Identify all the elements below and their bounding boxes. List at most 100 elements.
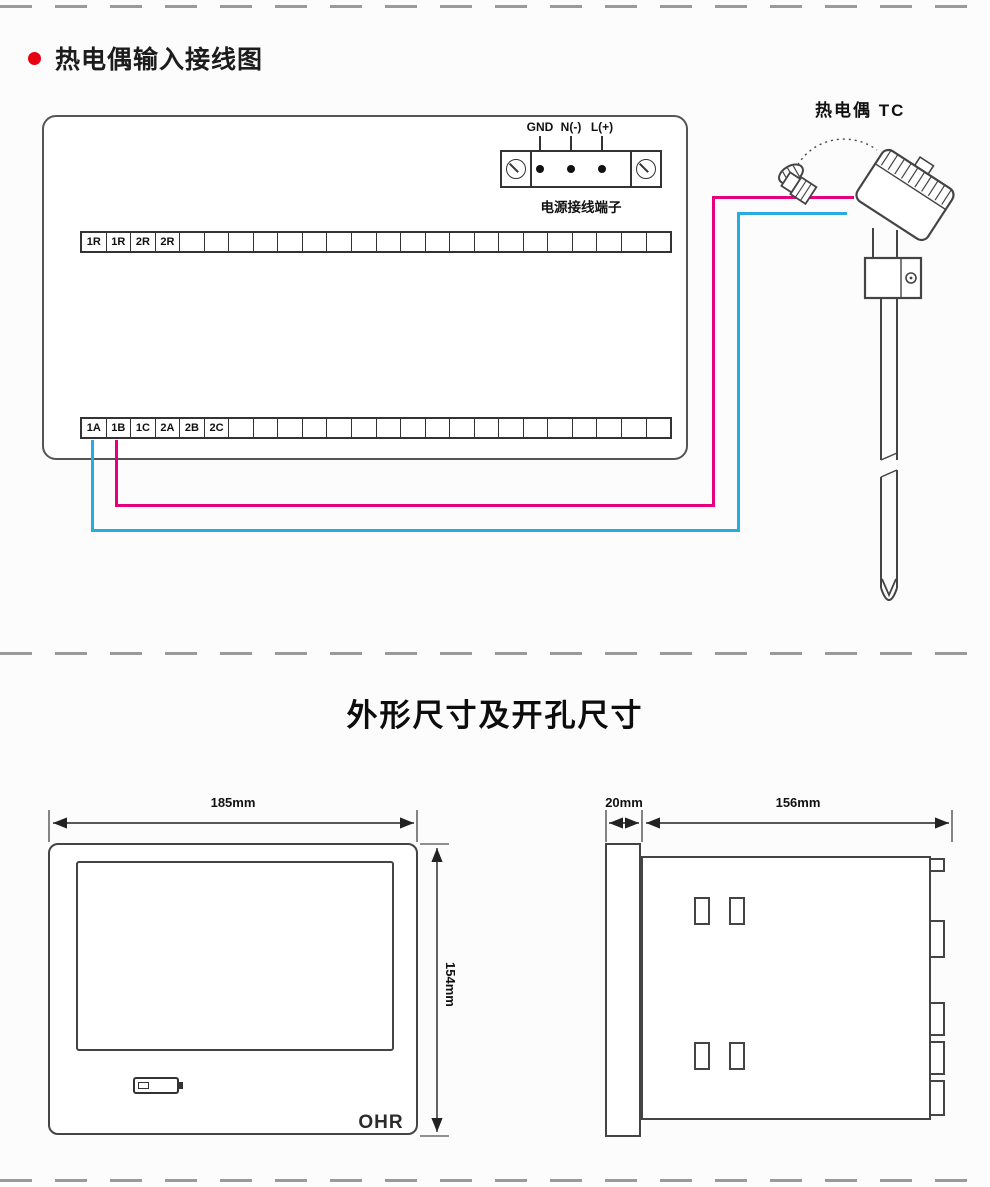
side-depth-label: 20mm [605, 795, 643, 810]
terminal-cell [573, 419, 598, 437]
terminal-cell [499, 419, 524, 437]
power-terminal-block [500, 150, 662, 188]
terminal-cell [548, 233, 573, 251]
terminal-cell [499, 233, 524, 251]
terminal-cell [352, 233, 377, 251]
probe-tip-v-mark [881, 578, 897, 598]
terminal-bump [929, 1041, 945, 1075]
terminal-bump [929, 858, 945, 872]
terminal-cell [377, 419, 402, 437]
bullet-icon [28, 51, 41, 65]
terminal-cell: 2B [180, 419, 205, 437]
wire-cyan-segment [737, 212, 740, 532]
terminal-bump [929, 1080, 945, 1116]
terminal-cell [475, 233, 500, 251]
mount-slot [729, 897, 745, 925]
screw-icon [636, 159, 656, 179]
terminal-cell [548, 419, 573, 437]
terminal-cell [622, 233, 647, 251]
screw-icon [506, 159, 526, 179]
top-dashed-border [0, 5, 990, 8]
terminal-cell: 2A [156, 419, 181, 437]
power-label-gnd: GND [526, 120, 554, 134]
sensor-head [855, 148, 955, 242]
terminal-cell [303, 419, 328, 437]
terminal-dot [536, 165, 544, 173]
dimension-arrows [48, 810, 953, 1137]
terminal-cell: 2R [156, 233, 181, 251]
front-width-label: 185mm [210, 795, 256, 810]
terminal-cell [327, 419, 353, 437]
terminal-cell [597, 419, 623, 437]
side-view-body [641, 856, 931, 1120]
terminal-cell [377, 233, 402, 251]
terminal-dot [567, 165, 575, 173]
terminal-cell [647, 419, 671, 437]
sensor-label: 热电偶 TC [815, 101, 906, 120]
wire-magenta-segment [712, 196, 854, 199]
terminal-cell [573, 233, 598, 251]
terminal-end-cell [630, 152, 660, 186]
terminal-bump [929, 1002, 945, 1036]
battery-level-icon [138, 1082, 149, 1089]
mount-slot [729, 1042, 745, 1070]
terminal-cell [278, 419, 303, 437]
terminal-cell [597, 233, 623, 251]
wire-magenta-segment [712, 196, 715, 507]
terminal-cell [475, 419, 500, 437]
terminal-cell [254, 419, 279, 437]
terminal-cell [622, 419, 647, 437]
power-label-l: L(+) [590, 120, 614, 134]
power-terminal-caption: 电源接线端子 [540, 200, 622, 215]
section-separator [0, 652, 990, 655]
wiring-section-header: 热电偶输入接线图 [28, 40, 263, 76]
terminal-cell [327, 233, 353, 251]
chain-dotted-line [794, 138, 878, 171]
front-height-label: 154mm [443, 962, 458, 1007]
terminal-cell [205, 233, 230, 251]
terminal-cell: 1R [107, 233, 132, 251]
battery-icon [133, 1077, 183, 1094]
wire-magenta-segment [115, 440, 118, 507]
terminal-cell [450, 419, 475, 437]
brand-logo: OHR [358, 1112, 404, 1133]
terminal-cell [450, 233, 475, 251]
wire-cyan-segment [91, 529, 740, 532]
terminal-cell [180, 233, 205, 251]
wire-cyan-segment [91, 440, 94, 532]
terminal-cell: 1C [131, 419, 156, 437]
terminal-cell [426, 419, 451, 437]
terminal-cell: 1R [82, 233, 107, 251]
terminal-cell [278, 233, 303, 251]
terminal-cell [401, 233, 426, 251]
wire-magenta-segment [115, 504, 715, 507]
cable-gland [780, 171, 818, 206]
mount-slot [694, 1042, 710, 1070]
terminal-cell [524, 419, 549, 437]
terminal-cell [229, 419, 254, 437]
terminal-cell: 1A [82, 419, 107, 437]
terminal-cell [229, 233, 254, 251]
terminal-cell: 2R [131, 233, 156, 251]
sensor-probe [880, 298, 898, 601]
terminal-cell [524, 233, 549, 251]
terminal-cell [426, 233, 451, 251]
wire-cyan-segment [737, 212, 847, 215]
terminal-cell: 1B [107, 419, 132, 437]
terminal-end-cell [502, 152, 532, 186]
side-view-bezel [605, 843, 641, 1137]
terminal-cell [352, 419, 377, 437]
front-view-screen [76, 861, 394, 1051]
power-label-n: N(-) [560, 120, 582, 134]
terminal-cell [647, 233, 671, 251]
terminal-bump [929, 920, 945, 958]
side-length-label: 156mm [775, 795, 821, 810]
mounting-collar [863, 256, 923, 300]
terminal-cell [303, 233, 328, 251]
terminal-cell [254, 233, 279, 251]
bottom-dashed-border [0, 1179, 990, 1182]
terminal-cell [401, 419, 426, 437]
